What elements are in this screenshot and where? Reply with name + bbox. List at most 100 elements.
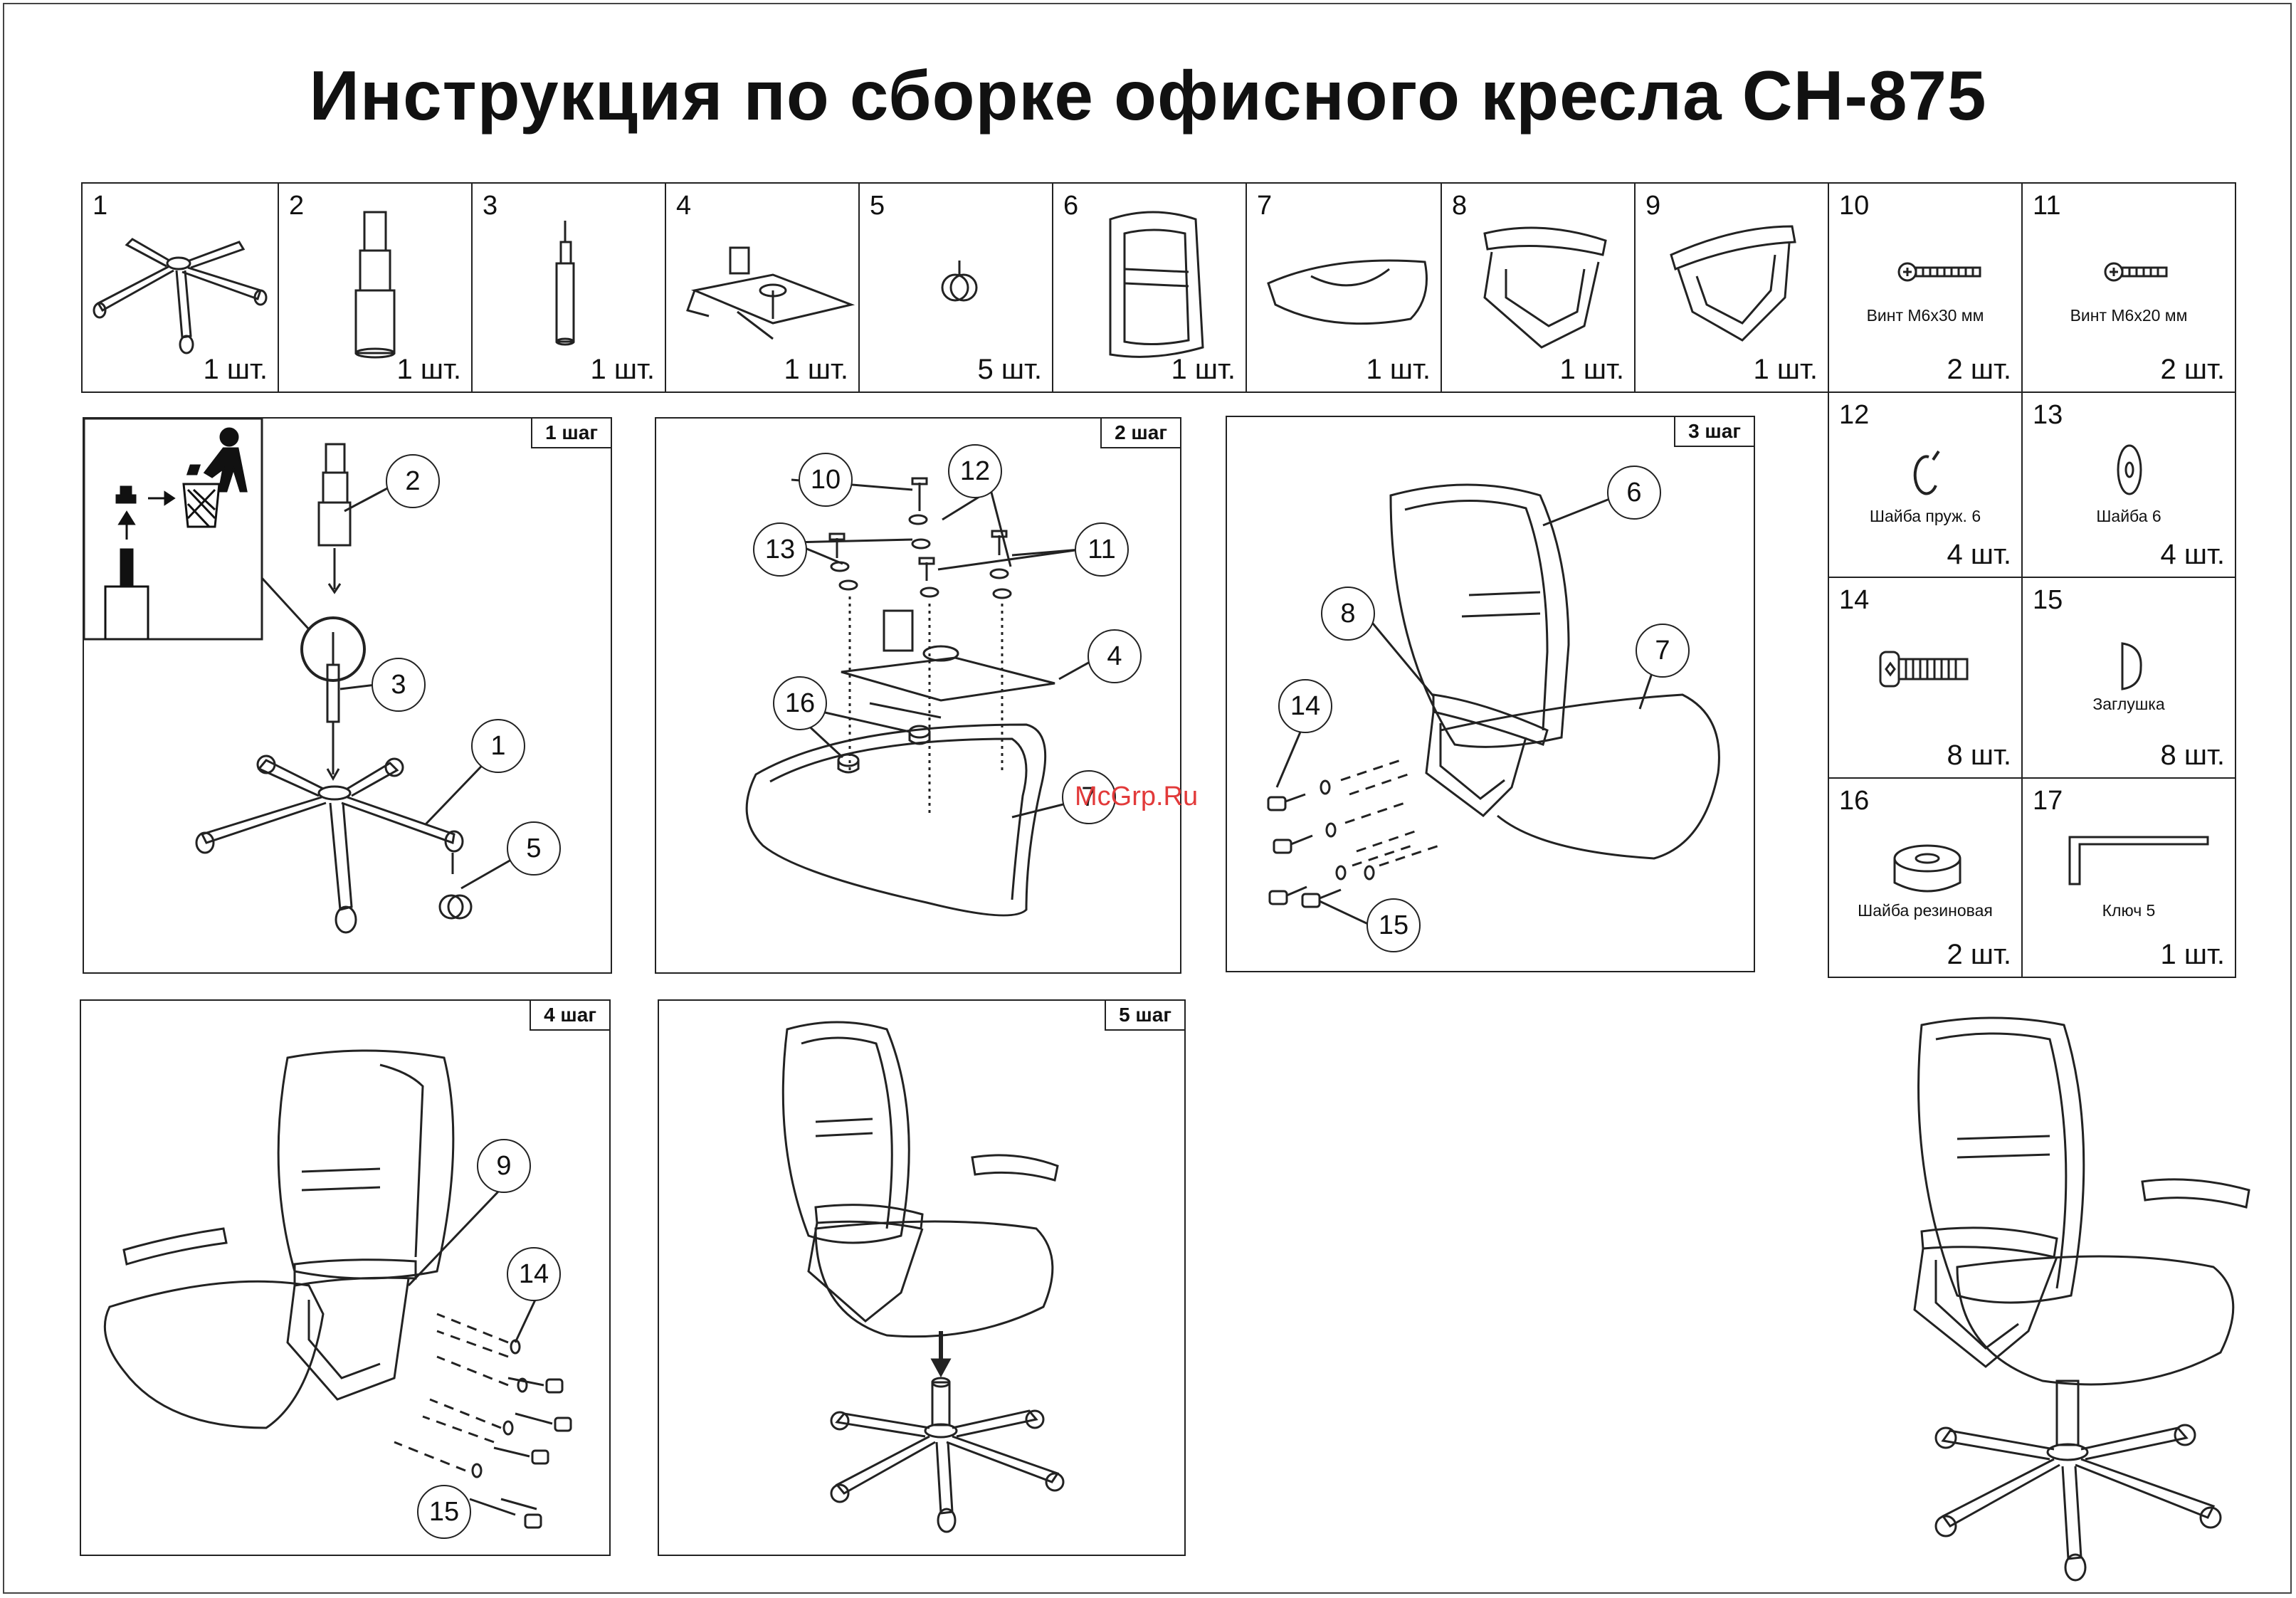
part-cell-10: 10 Винт М6х30 мм 2 шт. [1828, 182, 2023, 393]
callout-14: 14 [1278, 679, 1332, 733]
callout-6: 6 [1607, 466, 1661, 520]
gas-lift-icon [354, 211, 396, 359]
callout-11: 11 [1075, 522, 1129, 577]
step-label: 2 шаг [1100, 417, 1181, 448]
screw-icon [1897, 262, 1981, 282]
part-cell-5: 5 5 шт. [858, 182, 1053, 393]
step-panel-5: 5 шаг [658, 999, 1186, 1556]
caster-icon [941, 261, 978, 302]
part-number: 12 [1839, 400, 1870, 430]
chair-assembled-icon [1913, 1016, 2250, 1582]
step-label: 1 шаг [531, 417, 612, 448]
part-cell-4: 4 1 шт. [665, 182, 860, 393]
part-quantity: 1 шт. [1559, 354, 1624, 385]
screw-icon [2104, 262, 2168, 282]
part-number: 5 [870, 191, 885, 221]
callout-2: 2 [386, 454, 440, 508]
callout-8: 8 [1321, 587, 1375, 641]
part-cell-14: 14 8 шт. [1828, 577, 2023, 779]
part-number: 10 [1839, 191, 1870, 221]
part-number: 1 [93, 191, 108, 221]
part-caption: Шайба пруж. 6 [1869, 507, 1981, 525]
part-cell-16: 16 Шайба резиновая 2 шт. [1828, 777, 2023, 978]
step-panel-1: 1 шаг [83, 417, 612, 974]
part-number: 17 [2033, 786, 2063, 816]
part-caption: Винт М6х20 мм [2070, 306, 2188, 325]
part-number: 11 [2033, 191, 2061, 221]
cap-icon [2121, 642, 2142, 690]
callout-1: 1 [471, 719, 525, 773]
spring-washer-icon [1913, 450, 1940, 495]
backrest-icon [1109, 211, 1204, 358]
step-1-illustration [84, 419, 512, 934]
part-cell-11: 11 Винт М6х20 мм 2 шт. [2021, 182, 2236, 393]
part-cell-15: 15 Заглушка 8 шт. [2021, 577, 2236, 779]
part-number: 16 [1839, 786, 1870, 816]
part-quantity: 2 шт. [1947, 939, 2011, 970]
part-cell-7: 7 1 шт. [1246, 182, 1442, 393]
seat-icon [1267, 259, 1428, 325]
part-number: 7 [1257, 191, 1273, 221]
chair-base-icon [93, 238, 268, 354]
callout-10: 10 [799, 453, 853, 507]
part-number: 3 [483, 191, 498, 221]
trash-bin-icon [104, 427, 248, 639]
part-number: 8 [1452, 191, 1468, 221]
step-panel-2: 2 шаг [655, 417, 1181, 974]
step-2-illustration [745, 477, 1098, 917]
part-number: 9 [1645, 191, 1661, 221]
part-cell-1: 1 1 шт. [81, 182, 279, 393]
part-caption: Ключ 5 [2102, 901, 2156, 920]
callout-12: 12 [948, 444, 1002, 498]
callout-7: 7 [1636, 624, 1690, 678]
part-quantity: 2 шт. [2160, 354, 2225, 385]
part-number: 13 [2033, 400, 2063, 430]
bolt-icon [1879, 651, 1969, 688]
part-caption: Шайба 6 [2096, 507, 2161, 525]
step-3-illustration [1267, 483, 1720, 925]
callout-16: 16 [773, 676, 827, 730]
part-quantity: 2 шт. [1947, 354, 2011, 385]
part-quantity: 1 шт. [784, 354, 848, 385]
gas-lift-icon [555, 221, 575, 346]
part-number: 6 [1063, 191, 1079, 221]
part-quantity: 4 шт. [2160, 539, 2225, 570]
callout-15: 15 [417, 1485, 471, 1539]
part-cell-2: 2 1 шт. [278, 182, 473, 393]
hex-key-icon [2068, 836, 2209, 885]
step-label: 5 шаг [1105, 999, 1186, 1031]
part-caption: Заглушка [2092, 695, 2165, 713]
flat-washer-icon [2117, 444, 2142, 495]
callout-13: 13 [753, 522, 807, 577]
part-number: 15 [2033, 585, 2063, 615]
armrest-icon [1483, 226, 1607, 349]
callout-15: 15 [1366, 898, 1421, 952]
part-cell-6: 6 1 шт. [1052, 182, 1247, 393]
page-border [3, 3, 2292, 1594]
part-number: 2 [289, 191, 305, 221]
callout-5: 5 [507, 821, 561, 876]
step-label: 4 шаг [530, 999, 611, 1031]
step-panel-4: 4 шаг [80, 999, 611, 1556]
part-cell-17: 17 Ключ 5 1 шт. [2021, 777, 2236, 978]
part-cell-3: 3 1 шт. [471, 182, 666, 393]
watermark: McGrp.Ru [1075, 782, 1199, 811]
part-quantity: 1 шт. [203, 354, 268, 385]
part-quantity: 1 шт. [1366, 354, 1431, 385]
part-quantity: 1 шт. [1753, 354, 1818, 385]
part-cell-8: 8 1 шт. [1441, 182, 1636, 393]
part-quantity: 5 шт. [977, 354, 1042, 385]
callout-4: 4 [1088, 629, 1142, 683]
step-4-illustration [103, 1049, 572, 1529]
part-quantity: 8 шт. [2160, 740, 2225, 771]
part-cell-12: 12 Шайба пруж. 6 4 шт. [1828, 391, 2023, 578]
callout-7: 7 [1062, 770, 1116, 824]
step-5-illustration [781, 1021, 1065, 1533]
part-quantity: 1 шт. [396, 354, 461, 385]
part-caption: Винт М6х30 мм [1866, 306, 1984, 325]
part-quantity: 1 шт. [2160, 939, 2225, 970]
callout-9: 9 [477, 1139, 531, 1193]
part-caption: Шайба резиновая [1858, 901, 1993, 920]
part-quantity: 1 шт. [1171, 354, 1236, 385]
part-quantity: 1 шт. [590, 354, 655, 385]
